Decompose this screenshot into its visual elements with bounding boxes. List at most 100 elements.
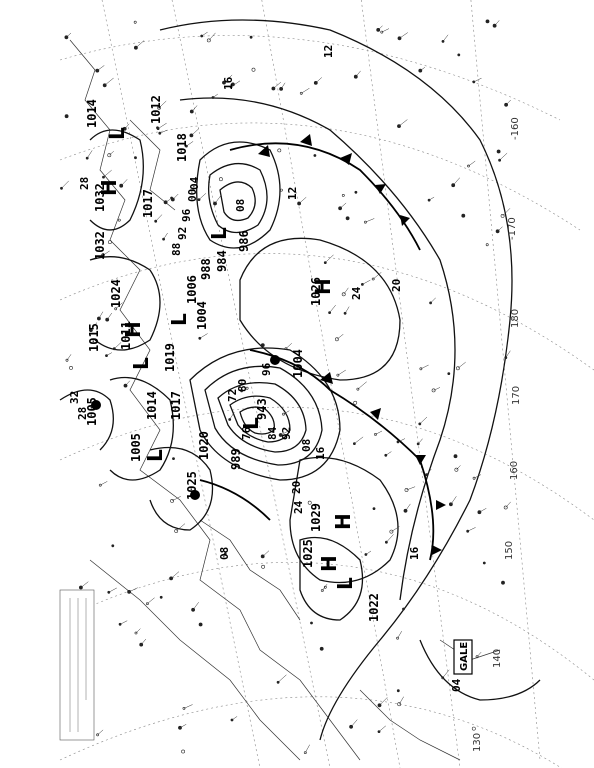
wind-barb [494, 20, 500, 26]
station-dot [181, 749, 186, 754]
station-dot [249, 35, 253, 39]
wind-barb [343, 287, 349, 295]
wind-barb [141, 638, 147, 645]
isobar-value: 20 [390, 279, 403, 292]
station-dot [117, 218, 121, 222]
wind-barb [106, 312, 113, 320]
station-dot [251, 67, 256, 72]
station-dot [397, 702, 402, 707]
station-dot [372, 507, 376, 511]
wind-barb [473, 474, 482, 479]
wind-barb [337, 369, 346, 376]
wind-barb [420, 67, 426, 71]
station-dot [133, 20, 137, 24]
station-dot [96, 733, 100, 737]
station-dot [496, 149, 501, 154]
wind-barb [183, 704, 193, 709]
wind-barb [97, 65, 105, 71]
station-dot [380, 30, 384, 34]
wind-barb [61, 180, 69, 189]
station-dot [353, 400, 358, 405]
wind-barb [365, 218, 375, 223]
station-dot [396, 636, 400, 640]
station-dot [111, 544, 115, 548]
station-dot [447, 372, 451, 376]
station-dot [170, 498, 175, 503]
pressure-label: 1019 [163, 343, 177, 372]
pressure-label: 984 [215, 250, 229, 272]
wind-barb [301, 87, 310, 94]
wind-barb [176, 523, 186, 532]
wind-barb [397, 438, 406, 443]
lon-label: -160 [510, 117, 521, 140]
wind-barb [100, 481, 108, 486]
station-dot [431, 388, 436, 393]
station-dot [299, 91, 303, 95]
isobar-value: 92 [280, 427, 293, 440]
station-dot [65, 358, 69, 362]
pressure-label: 1015 [87, 323, 101, 352]
station-dot [501, 580, 505, 585]
station-dot [178, 725, 182, 730]
wind-barb [159, 129, 168, 134]
station-dot [466, 529, 470, 533]
low-centre: L [333, 577, 357, 590]
pressure-label: 1018 [175, 133, 189, 162]
pressure-label: 943 [255, 398, 269, 420]
station-dot [471, 726, 476, 731]
wind-barb [476, 651, 482, 657]
wind-barb [285, 343, 292, 349]
station-dot [307, 500, 312, 505]
lon-label: 140 [492, 649, 503, 668]
pressure-label: 1014 [85, 99, 99, 128]
isobar-value: 16 [408, 546, 421, 560]
wind-barb [298, 197, 307, 204]
station-dot [472, 476, 476, 480]
station-dot [371, 277, 375, 281]
low-centre: L [143, 449, 167, 462]
station-dot [108, 240, 112, 245]
wind-barb [354, 436, 364, 444]
pressure-label: 988 [199, 258, 213, 280]
wind-barb [80, 581, 89, 588]
station-dot [396, 689, 400, 693]
wind-barb [103, 169, 112, 178]
station-dot [482, 561, 486, 565]
wind-barb [97, 729, 104, 735]
isobar-value: 08 [234, 199, 247, 212]
lon-label: 150 [504, 541, 515, 560]
wind-barb [179, 724, 187, 729]
wind-barb [66, 32, 72, 38]
wind-barb [155, 214, 163, 222]
station-dot [341, 193, 345, 197]
pressure-label: 1026 [309, 277, 323, 306]
isobar-value: 08 [300, 439, 313, 452]
station-dot [228, 418, 232, 421]
wind-barb [473, 77, 482, 83]
wind-barb [186, 141, 194, 147]
station-dot [334, 337, 339, 342]
station-dot [389, 529, 394, 534]
wind-barb [418, 438, 423, 445]
lon-label: -170 [507, 217, 518, 240]
wind-barb [158, 100, 167, 108]
wind-barb [147, 597, 155, 604]
station-dot [363, 220, 367, 224]
low-centre: L [207, 227, 231, 240]
wind-barb [355, 70, 361, 77]
station-dot [240, 389, 244, 393]
station-dot [345, 216, 350, 221]
isobar-value: 96 [180, 208, 193, 222]
wind-barb [420, 364, 429, 370]
station-dot [461, 213, 466, 218]
wind-barb [405, 503, 411, 511]
isobar-value: 80 [236, 379, 249, 392]
station-dot [341, 292, 346, 297]
pressure-label: 1020 [197, 431, 211, 460]
station-dot [279, 188, 283, 192]
station-dot [114, 307, 118, 311]
pressure-label: 1012 [149, 95, 163, 124]
station-dot [404, 488, 409, 492]
wind-barb [198, 193, 207, 200]
station-dot [453, 454, 458, 459]
